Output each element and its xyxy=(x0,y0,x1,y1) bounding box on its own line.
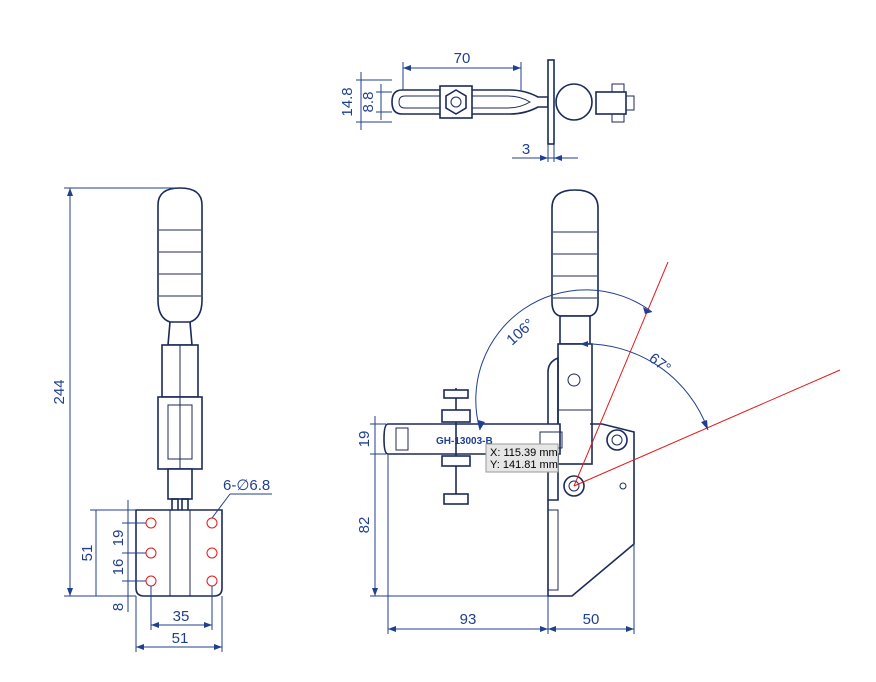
front-handle-neck xyxy=(167,321,193,346)
dim-front-pitch-mid: 16 xyxy=(110,559,127,576)
dim-side-base-length: 50 xyxy=(583,611,600,628)
side-handle-grip xyxy=(551,189,599,317)
coordinate-readout: X: 115.39 mm Y: 141.81 mm xyxy=(485,443,559,473)
front-spindle-nut xyxy=(167,468,193,500)
dim-side-reach: 93 xyxy=(460,611,477,628)
top-view: 70 14.8 8.8 3 xyxy=(339,50,635,162)
dim-angle-release: 67° xyxy=(646,350,674,377)
side-link-plate xyxy=(547,356,559,501)
side-view: GH-13003-B 106° 67° 19 82 93 xyxy=(356,189,841,634)
dim-front-base-height: 51 xyxy=(79,545,96,562)
front-base-plate xyxy=(135,509,223,597)
part-number-label: GH-13003-B xyxy=(436,436,493,447)
top-bolt xyxy=(450,96,462,108)
dim-top-height-outer: 14.8 xyxy=(339,87,356,116)
side-main-pivot xyxy=(606,429,628,451)
release-line-1 xyxy=(573,261,669,487)
mount-hole xyxy=(206,547,218,559)
top-handle-stub xyxy=(595,91,627,115)
top-arm-outline xyxy=(391,89,549,115)
dim-top-height-inner: 8.8 xyxy=(360,92,377,113)
side-upper-pivot xyxy=(567,373,581,387)
angle-arc-67 xyxy=(579,343,709,431)
top-hex-nut xyxy=(445,89,467,115)
dim-hole-spec: 6-∅6.8 xyxy=(223,477,270,494)
top-handle-lug-bottom xyxy=(611,113,625,123)
readout-y: Y: 141.81 mm xyxy=(490,459,558,471)
dim-front-base-width: 51 xyxy=(172,630,189,647)
readout-box xyxy=(485,443,559,473)
top-plate xyxy=(547,59,555,145)
top-handle-end xyxy=(625,95,635,111)
dim-top-length: 70 xyxy=(454,50,471,67)
dim-side-base-height: 82 xyxy=(356,517,373,534)
side-handle-collar xyxy=(559,315,591,345)
top-arm-slot xyxy=(398,95,531,109)
dim-top-thickness: 3 xyxy=(522,141,530,158)
side-handle-shaft xyxy=(557,343,593,465)
front-handle-grip xyxy=(157,187,203,323)
dim-angle-open: 106° xyxy=(503,316,537,349)
angle-arc-106 xyxy=(475,289,653,431)
dim-front-edge-bottom: 8 xyxy=(110,603,127,611)
dim-side-arm-height: 19 xyxy=(356,431,373,448)
dim-front-pitch-top: 19 xyxy=(110,530,127,547)
dim-front-hole-span: 35 xyxy=(173,608,190,625)
front-view: 244 6-∅6.8 51 19 16 8 35 51 xyxy=(51,187,272,652)
top-pivot-body xyxy=(555,83,593,121)
top-handle-lug-top xyxy=(611,83,625,93)
readout-x: X: 115.39 mm xyxy=(490,447,558,459)
dim-front-total-height: 244 xyxy=(51,379,68,404)
